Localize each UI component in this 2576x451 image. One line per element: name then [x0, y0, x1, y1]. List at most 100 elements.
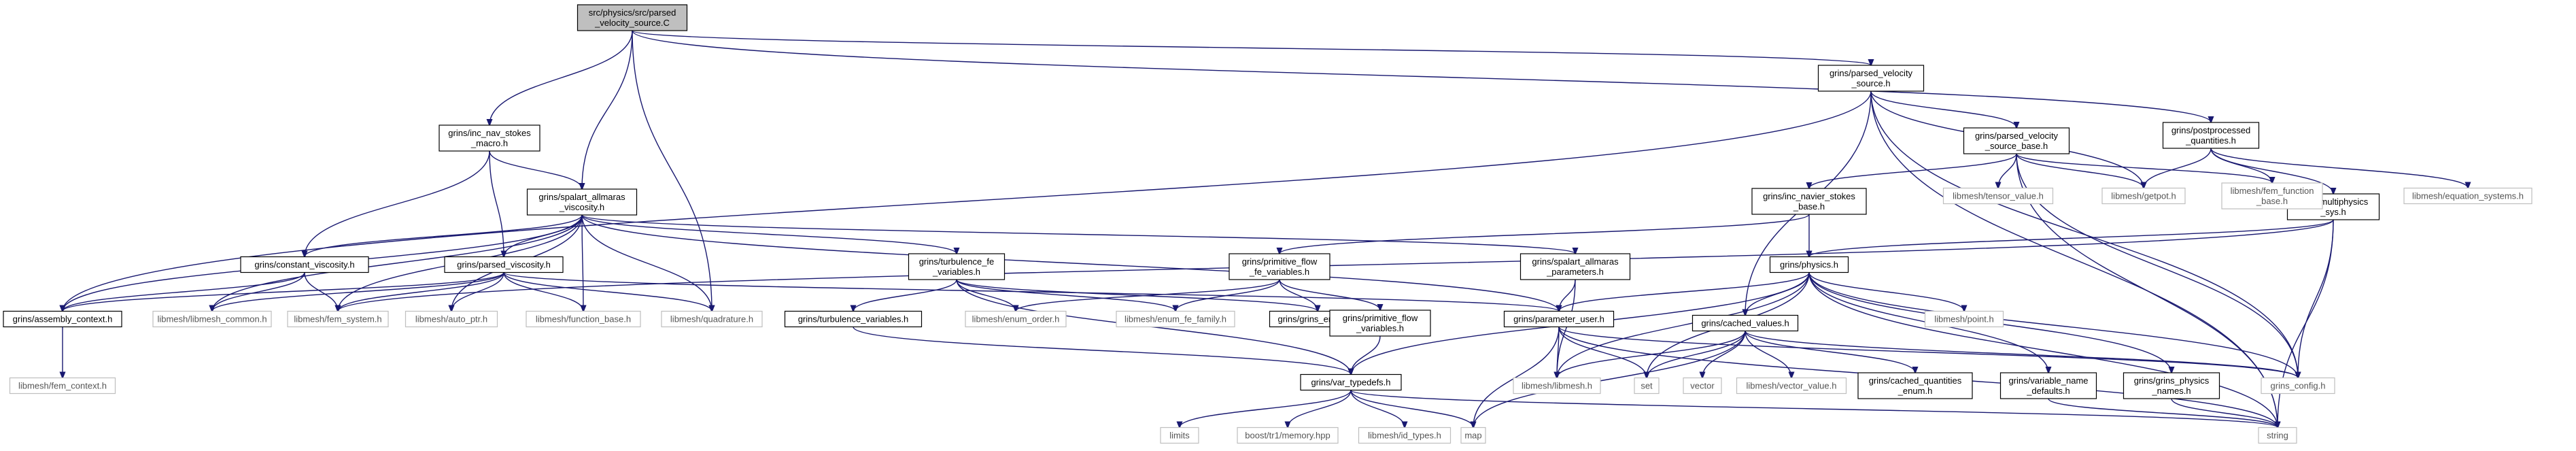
edge-sa-visc-to-param-user [581, 214, 1559, 312]
node-box [152, 310, 272, 328]
node-sa-params[interactable]: grins/spalart_allmaras_parameters.h [1519, 253, 1631, 280]
node-fem-system: libmesh/fem_system.h [287, 310, 389, 328]
edge-parsed-visc-to-fem-system [338, 272, 504, 312]
node-vec-val: libmesh/vector_value.h [1736, 377, 1847, 395]
node-ins-macro[interactable]: grins/inc_nav_stokes_macro.h [439, 124, 540, 152]
node-label: libmesh/fem_function [2231, 186, 2314, 196]
node-label: _defaults.h [2026, 386, 2070, 396]
node-prim-vars[interactable]: grins/primitive_flow_variables.h [1329, 310, 1431, 337]
edge-pvsb-to-fem-fb [2016, 153, 2272, 183]
node-enum-fe: libmesh/enum_fe_family.h [1116, 310, 1235, 328]
edge-gp-names-to-string [2171, 398, 2278, 428]
node-cq-enum[interactable]: grins/cached_quantities_enum.h [1857, 372, 1973, 399]
node-getpot: libmesh/getpot.h [2101, 187, 2186, 205]
edge-var-name-to-string [2048, 398, 2278, 428]
node-label: grins/inc_nav_stokes [448, 128, 531, 138]
node-label: grins/spalart_allmaras [1532, 256, 1619, 267]
node-label: grins/parsed_velocity [1975, 131, 2059, 141]
node-box [1503, 310, 1615, 328]
node-label: _source_base.h [1985, 141, 2048, 151]
node-label: _quantities.h [2185, 135, 2236, 146]
node-string: string [2258, 427, 2297, 444]
node-fem-fb: libmesh/fem_function_base.h [2221, 182, 2323, 210]
edge-pvs-to-assembly [63, 90, 1872, 312]
node-limits: limits [1160, 427, 1199, 444]
node-label: _enum.h [1897, 386, 1933, 396]
node-auto-ptr: libmesh/auto_ptr.h [405, 310, 498, 328]
node-label: libmesh/auto_ptr.h [415, 314, 487, 324]
node-box [1751, 188, 1867, 215]
node-box [577, 4, 688, 31]
node-turb-fe[interactable]: grins/turbulence_fe_variables.h [908, 253, 1006, 280]
node-box [2101, 187, 2186, 205]
node-root: src/physics/src/parsed_velocity_source.C [577, 4, 688, 31]
node-label: grins/grins_physics [2134, 375, 2210, 386]
node-var-name[interactable]: grins/variable_name_defaults.h [1999, 372, 2097, 399]
edge-var-typedefs-to-id-types [1350, 390, 1405, 428]
node-box [1460, 427, 1486, 444]
node-parsed-visc[interactable]: grins/parsed_viscosity.h [444, 256, 564, 273]
node-label: grins_config.h [2271, 381, 2326, 391]
edge-physics-to-point [1808, 272, 1964, 312]
node-label: _base.h [1793, 201, 1825, 212]
node-prim-fe[interactable]: grins/primitive_flow_fe_variables.h [1229, 253, 1330, 280]
node-label: libmesh/libmesh.h [1522, 381, 1592, 391]
node-box [1519, 253, 1631, 280]
node-ins-base[interactable]: grins/inc_navier_stokes_base.h [1751, 188, 1867, 215]
node-label: libmesh/fem_system.h [294, 314, 381, 324]
edge-cached-vals-to-map [1473, 331, 1746, 428]
edge-physics-to-config [1808, 272, 2298, 378]
node-var-typedefs[interactable]: grins/var_typedefs.h [1300, 373, 1402, 391]
node-map: map [1460, 427, 1486, 444]
edge-pq-to-eq-sys [2210, 148, 2468, 188]
node-box [1924, 310, 2004, 328]
node-box [2258, 427, 2297, 444]
node-physics[interactable]: grins/physics.h [1769, 256, 1849, 273]
node-pvsb[interactable]: grins/parsed_velocity_source_base.h [1963, 127, 2070, 154]
node-box [405, 310, 498, 328]
node-quadrature: libmesh/quadrature.h [661, 310, 763, 328]
edge-parsed-visc-to-func-base [503, 272, 583, 312]
node-cached-vals[interactable]: grins/cached_values.h [1691, 314, 1799, 332]
node-sa-visc[interactable]: grins/spalart_allmaras_viscosity.h [526, 188, 638, 216]
edge-ins-base-to-prim-fe [1280, 214, 1810, 254]
node-pq[interactable]: grins/postprocessed_quantities.h [2162, 122, 2260, 149]
node-param-user[interactable]: grins/parameter_user.h [1503, 310, 1615, 328]
node-label: grins/var_typedefs.h [1311, 378, 1390, 388]
edge-prim-vars-to-var-typedefs [1351, 335, 1381, 375]
edge-sa-visc-to-quadrature [581, 214, 712, 312]
node-label: grins/primitive_flow [1343, 313, 1418, 323]
node-label: grins/assembly_context.h [13, 314, 113, 324]
edge-prim-fe-to-enum-fe [1175, 279, 1280, 312]
node-pvs[interactable]: grins/parsed_velocity_source.h [1817, 65, 1925, 92]
edge-physics-to-string [1808, 272, 2278, 428]
node-label: libmesh/tensor_value.h [1953, 191, 2044, 201]
edge-multiphys-to-string [2278, 219, 2334, 428]
node-box [1300, 373, 1402, 391]
node-label: _names.h [2151, 386, 2191, 396]
edge-var-typedefs-to-map [1350, 390, 1473, 428]
edge-cached-vals-to-vec-val [1745, 331, 1791, 378]
node-gp-names[interactable]: grins/grins_physics_names.h [2123, 372, 2220, 399]
node-label: string [2267, 431, 2288, 441]
node-box [526, 310, 641, 328]
node-const-visc[interactable]: grins/constant_viscosity.h [240, 256, 369, 273]
edge-cached-vals-to-libmesh [1557, 331, 1746, 378]
node-box [1736, 377, 1847, 395]
node-label: libmesh/equation_systems.h [2412, 191, 2524, 201]
edge-root-to-quadrature [632, 30, 712, 312]
edge-sa-visc-to-func-base [582, 214, 583, 312]
node-box [240, 256, 369, 273]
node-assembly[interactable]: grins/assembly_context.h [3, 310, 122, 328]
edge-param-user-to-set [1558, 327, 1647, 378]
edge-physics-to-param-user [1559, 272, 1810, 312]
node-label: grins/variable_name [2008, 375, 2088, 386]
node-box [965, 310, 1067, 328]
edge-parsed-visc-to-quadrature [503, 272, 712, 312]
node-label: grins/parsed_viscosity.h [457, 260, 551, 270]
edge-parsed-visc-to-param-user [503, 271, 1559, 312]
node-turb-vars[interactable]: grins/turbulence_variables.h [784, 310, 923, 328]
node-box [784, 310, 923, 328]
node-label: _fe_variables.h [1249, 267, 1309, 277]
